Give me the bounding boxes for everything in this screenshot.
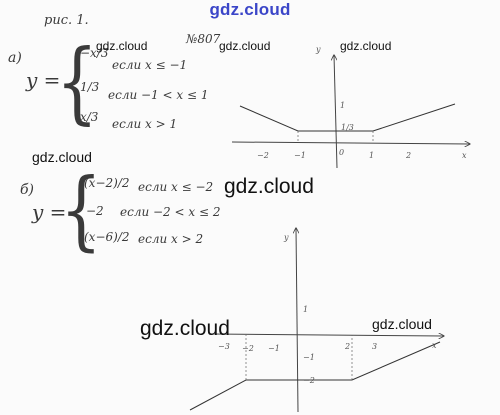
watermark: gdz.cloud xyxy=(96,39,148,53)
top-note: рис. 1. xyxy=(44,13,89,28)
watermark: gdz.cloud xyxy=(140,317,230,340)
graph-a-x-tick: 1 xyxy=(369,151,374,160)
part-b-case-1-expr: (x−2)/2 xyxy=(84,176,130,190)
problem-number: №807 xyxy=(186,32,221,46)
graph-b-x-tick: 3 xyxy=(372,342,377,351)
graph-a-x-axis xyxy=(231,142,470,144)
part-a-case-1-expr: −x/3 xyxy=(80,46,109,60)
graph-a-y-tick: 1/3 xyxy=(341,123,354,132)
graph-b-x-tick: 2 xyxy=(344,342,350,351)
graph-a-axis-x-label: x xyxy=(462,151,467,160)
graph-b-y-tick: −2 xyxy=(303,376,315,385)
graph-b-x-axis xyxy=(211,334,444,336)
graph-b-y-tick: −1 xyxy=(303,353,315,362)
part-a-case-1-cond: если x ≤ −1 xyxy=(112,58,188,72)
part-b-brace: { xyxy=(60,160,102,261)
part-b-func: y = xyxy=(32,200,67,224)
graph-a-x-tick: 2 xyxy=(405,151,411,160)
graph-b-x-tick: −2 xyxy=(242,344,254,353)
graph-a-line xyxy=(239,103,456,132)
graph-a-y-axis xyxy=(334,55,338,169)
watermark: gdz.cloud xyxy=(224,175,314,198)
graph-a-x-tick: −1 xyxy=(294,151,306,160)
watermark: gdz.cloud xyxy=(340,39,392,53)
graph-b-axis-x-label: x xyxy=(432,341,437,350)
graph-b-y-tick: 1 xyxy=(303,305,308,314)
part-b-case-1-cond: если x ≤ −2 xyxy=(138,180,214,194)
site-header[interactable]: gdz.cloud xyxy=(209,0,291,19)
watermark: gdz.cloud xyxy=(372,316,432,332)
part-a-case-2-cond: если −1 < x ≤ 1 xyxy=(108,88,209,102)
part-b-case-2-expr: −2 xyxy=(86,204,104,218)
part-b-label: б) xyxy=(20,182,35,198)
watermark: gdz.cloud xyxy=(219,39,271,53)
graph-a-y-tick: 1 xyxy=(340,101,345,110)
graph-b-x-tick: −1 xyxy=(268,344,280,353)
part-b-case-2-cond: если −2 < x ≤ 2 xyxy=(120,205,221,219)
part-a-case-3-cond: если x > 1 xyxy=(112,117,178,131)
watermark: gdz.cloud xyxy=(32,149,92,165)
graph-b-y-axis xyxy=(296,228,298,413)
graph-a-axis-y-label: y xyxy=(315,45,321,54)
graph-b-x-tick: −3 xyxy=(218,342,230,351)
graph-a-x-tick: 0 xyxy=(339,148,344,157)
part-a-func: y = xyxy=(26,68,61,92)
part-b-case-3-cond: если x > 2 xyxy=(138,232,204,246)
part-a-case-3-expr: x/3 xyxy=(80,110,99,124)
part-a-case-2-expr: 1/3 xyxy=(80,80,100,94)
graph-b-axis-y-label: y xyxy=(283,233,289,242)
graph-b-line xyxy=(189,341,441,411)
part-a-label: а) xyxy=(8,50,22,66)
part-b-case-3-expr: (x−6)/2 xyxy=(84,230,130,244)
part-a-brace: { xyxy=(56,29,98,134)
graph-a-x-tick: −2 xyxy=(257,151,269,160)
